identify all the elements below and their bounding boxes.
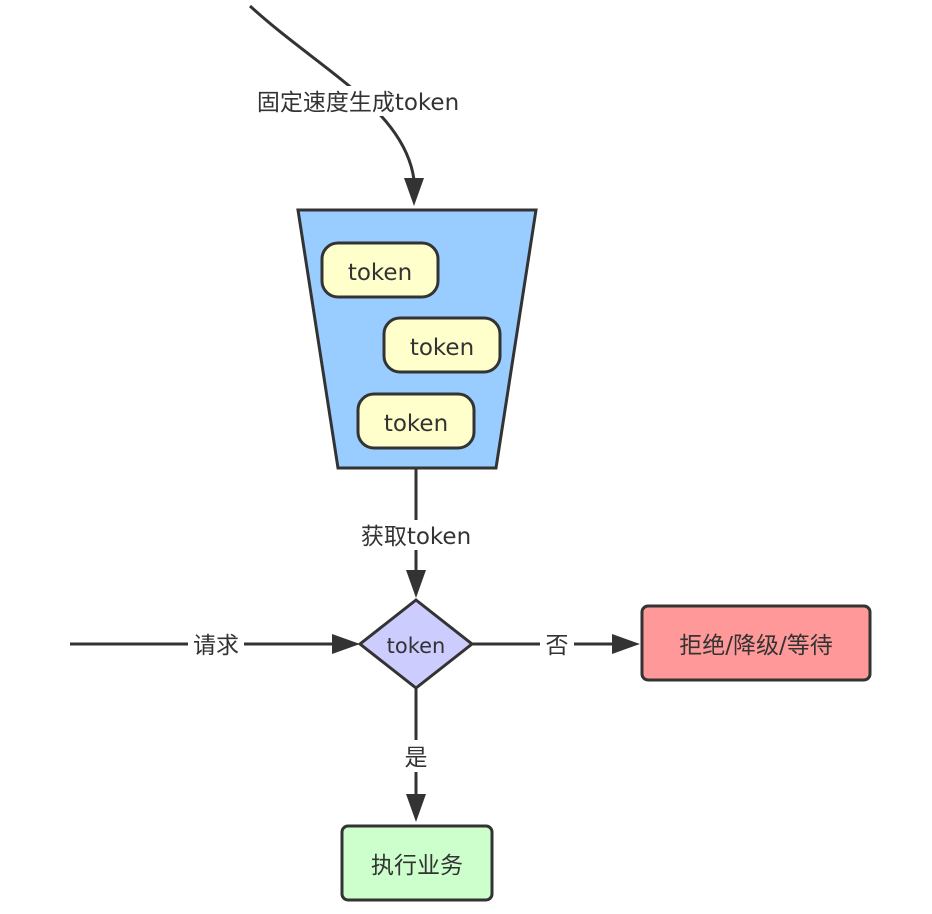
reject-box: 拒绝/降级/等待 — [640, 604, 872, 682]
execute-label: 执行业务 — [371, 853, 463, 879]
yes-label: 是 — [405, 745, 428, 771]
no-arrowhead — [612, 634, 640, 654]
bucket-token-2: token — [382, 316, 502, 374]
no-label: 否 — [546, 633, 569, 659]
bucket-token-1: token — [320, 241, 440, 299]
yes-arrowhead — [406, 794, 426, 822]
request-label-bg — [188, 628, 244, 660]
generate-token-label: 固定速度生成token — [257, 90, 459, 116]
acquire-label-bg — [350, 520, 480, 550]
no-label-bg — [540, 628, 574, 660]
generate-label-bg — [246, 86, 472, 116]
yes-label-bg — [400, 740, 432, 772]
generate-token-arrowhead — [404, 178, 424, 206]
request-arrowhead — [332, 634, 360, 654]
reject-label: 拒绝/降级/等待 — [679, 633, 833, 659]
request-label: 请求 — [193, 633, 239, 659]
acquire-token-label: 获取token — [361, 524, 471, 550]
bucket-token-1-label: token — [348, 260, 412, 286]
execute-box: 执行业务 — [340, 824, 494, 902]
bucket-token-3: token — [356, 392, 476, 450]
bucket-token-2-label: token — [410, 335, 474, 361]
acquire-token-arrowhead — [406, 570, 426, 598]
token-decision-label: token — [387, 634, 446, 658]
bucket-token-3-label: token — [384, 411, 448, 437]
